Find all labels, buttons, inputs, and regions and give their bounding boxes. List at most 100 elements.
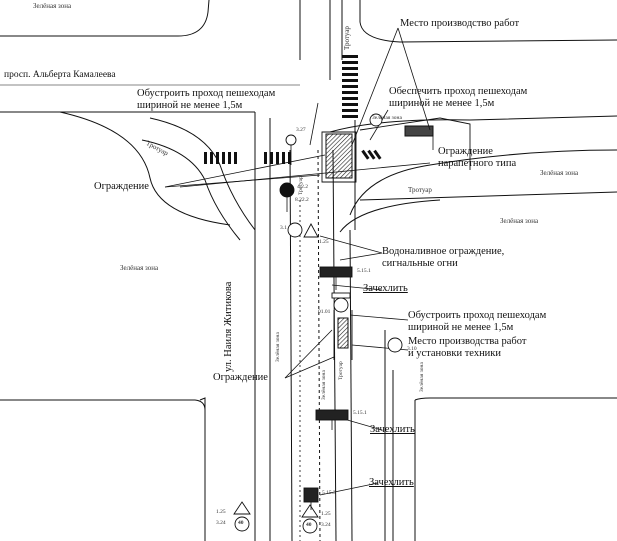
sign-code-3-24-br: 3.24 [321, 522, 331, 528]
curb-top-right [359, 0, 617, 43]
work-site-area-mid [337, 317, 349, 349]
fence-around-site [321, 131, 357, 183]
fence-bracket [359, 117, 471, 170]
sign-board-3 [303, 487, 319, 503]
leader-fence-bottom-1 [284, 329, 333, 379]
leader-cover-1 [331, 284, 383, 291]
green-zone-vert-right-label: Зелёная зона [419, 362, 425, 392]
sign-board-1 [319, 266, 353, 278]
leader-fence-left-1 [164, 154, 326, 188]
curb-right-upper [329, 115, 617, 133]
sign-code-3-24-bl: 3.24 [216, 520, 226, 526]
arrange-passage-1-line2: шириной не менее 1,5м [137, 100, 243, 111]
pedestrian-sign-icon [333, 297, 349, 313]
sign-code-5-15-3: 5.15.3 [322, 490, 336, 496]
street-line-10 [199, 397, 206, 541]
leader-water-fence [319, 235, 383, 254]
parapet-fence-line2: парапетного типа [438, 158, 517, 169]
sign-code-1-25-bl: 1.25 [216, 509, 226, 515]
ensure-passage-line2: шириной не менее 1,5м [389, 98, 495, 109]
street-line-5 [332, 149, 337, 541]
parapet-fence-line1: Ограждение [438, 146, 493, 157]
speed-limit-br-icon [302, 518, 318, 534]
warning-triangle-icon [303, 223, 319, 238]
water-fence-line2: сигнальные огни [382, 258, 458, 269]
leader-water-fence-2 [339, 252, 383, 261]
curb-right-arc [349, 149, 617, 216]
cover-2-label: Зачехлить [370, 424, 415, 435]
street-line-6 [349, 229, 353, 541]
curb-bottom-right [414, 397, 617, 401]
sign-code-3-1: 3.1 [280, 225, 287, 231]
sidewalk-left-label: Тротуар [343, 26, 351, 50]
green-zone-left-label: Зелёная зона [120, 264, 159, 272]
speed-limit-bl-value: 40 [238, 520, 244, 526]
zebra-crossing-right [361, 149, 382, 160]
green-zone-vert-left-label: Зелёная зона [275, 332, 281, 362]
leader-fence-left-3 [179, 162, 431, 188]
water-fence-line1: Водоналивное ограждение, [382, 246, 505, 257]
sign-code-5-15-1-b: 5.15.1 [353, 410, 367, 416]
leader-passage-1 [309, 102, 319, 146]
street-name-label: ул. Наиля Житикова [223, 281, 234, 372]
no-entry-sign-icon [287, 222, 303, 238]
sign-code-1-25-br: 1.25 [321, 511, 331, 517]
sidewalk-vert-label: Тротуар [338, 361, 344, 380]
warning-sign-bl-icon [233, 501, 251, 515]
work-site-area-small [404, 125, 434, 137]
green-zone-right1-label: Зелёная зона [540, 169, 579, 177]
cover-1-label: Зачехлить [363, 283, 408, 294]
sign-code-5-15-1-a: 5.15.1 [357, 268, 371, 274]
speed-limit-bl-icon [234, 516, 250, 532]
green-zone-top-label: Зелёная зона [33, 2, 72, 10]
street-line-3 [289, 149, 293, 541]
curb-top-left [0, 0, 210, 37]
work-site-top-label: Место производство работ [400, 18, 520, 29]
curb-right-lower2 [339, 199, 441, 233]
zebra-crossing-top [342, 55, 358, 118]
sign-code-01-01: 01.01 [318, 309, 331, 315]
speed-limit-br-value: 40 [306, 522, 312, 528]
arrange-passage-2-line2: шириной не менее 1,5м [408, 322, 514, 333]
green-zone-vert-mid-label: Зелёная зона [321, 370, 327, 400]
sign-poles [286, 145, 337, 510]
sign-board-2 [315, 409, 349, 421]
street-line-4 [317, 149, 321, 541]
sign-code-1-25-top: 1.25 [319, 239, 329, 245]
fence-left-label: Ограждение [94, 181, 149, 192]
leader-cover-3 [319, 482, 379, 496]
ensure-passage-line1: Обеспечить проход пешеходам [389, 86, 528, 97]
sign-code-3-10: 3.10 [407, 346, 417, 352]
pedestrian-sign-top-icon [369, 113, 383, 127]
fence-bottom-label: Ограждение [213, 372, 268, 383]
arrange-passage-1-line1: Обустроить проход пешеходам [137, 88, 276, 99]
curb-sidewalk-arc-2 [141, 139, 241, 241]
avenue-name-label: просп. Альберта Камалеева [4, 70, 116, 80]
pedestrian-sign-plate [331, 292, 351, 299]
curb-right-lower [359, 191, 617, 201]
direction-sign-icon [279, 182, 295, 198]
sidewalk-mid-label: Тротуар [408, 186, 432, 194]
curb-sidewalk-arc [149, 117, 256, 231]
green-zone-small-top-label: Зелёная зона [372, 115, 402, 121]
pedestrian-sign-right-icon [387, 337, 403, 353]
green-zone-right2-label: Зелёная зона [500, 217, 539, 225]
arrange-passage-2-line1: Обустроить проход пешеходам [408, 310, 547, 321]
leader-passage-2 [349, 314, 409, 321]
work-site-2-line1: Место производства работ [408, 336, 527, 347]
cover-3-label: Зачехлить [369, 477, 414, 488]
curb-left-curve [59, 111, 231, 226]
work-site-2-line2: и установки техники [408, 348, 502, 359]
leader-fence-bottom-2 [284, 356, 335, 379]
sign-code-8-22-2: 8.22.2 [295, 197, 309, 203]
sign-code-4-2-2: 4.2.2 [297, 184, 308, 190]
no-stopping-sign-icon [285, 134, 297, 146]
road-signs [233, 113, 403, 534]
leader-work-top-1 [351, 27, 399, 146]
sign-code-3-27: 3.27 [296, 127, 306, 133]
curb-bottom-left [0, 399, 206, 411]
zebra-crossing-left [204, 152, 291, 164]
warning-sign-br-icon [301, 504, 319, 518]
leader-work-top-2 [397, 27, 431, 131]
